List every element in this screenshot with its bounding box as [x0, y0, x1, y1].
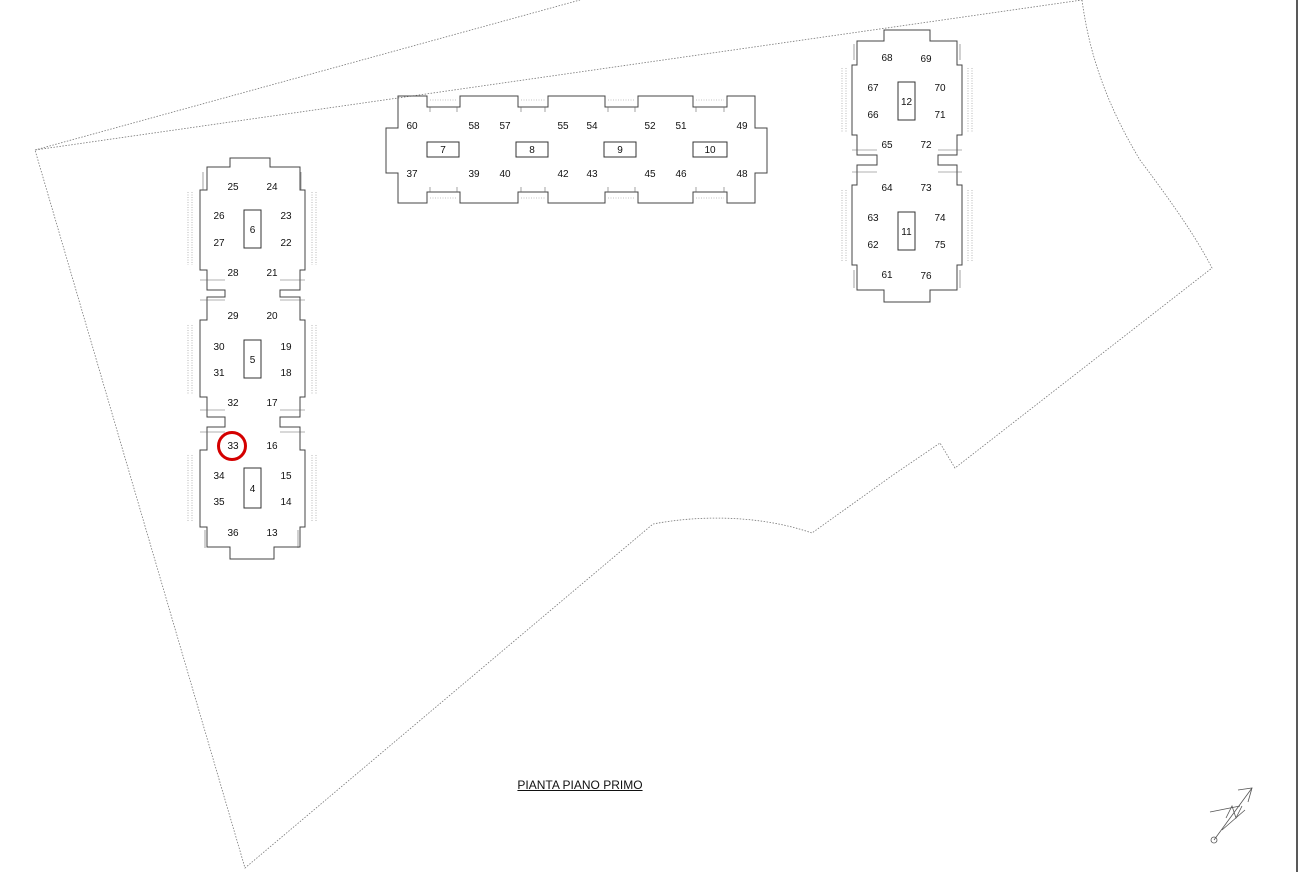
lot-label: 54: [586, 121, 598, 132]
lot-label: 14: [280, 497, 292, 508]
lot-label: 67: [867, 83, 879, 94]
lot-label: 19: [280, 342, 292, 353]
lot-label: 72: [920, 140, 932, 151]
core-label: 6: [250, 225, 256, 236]
lot-label: 34: [213, 471, 225, 482]
lot-label: 15: [280, 471, 292, 482]
lot-label: 26: [213, 211, 225, 222]
core-label: 12: [901, 97, 913, 108]
building-center: 7 8 9 10 60 58 57 55 54 52 51 49 37 39 4…: [385, 95, 768, 204]
highlight-circle: [217, 431, 247, 461]
building-east: 12 11 68 69 67 70 66 71 65 72 64 73 63 7…: [841, 29, 973, 303]
lot-label: 55: [557, 121, 569, 132]
lot-label: 32: [227, 398, 239, 409]
lot-label: 30: [213, 342, 225, 353]
lot-label: 29: [227, 311, 239, 322]
lot-label: 65: [881, 140, 893, 151]
lot-label: 51: [675, 121, 687, 132]
lot-label: 13: [266, 528, 278, 539]
lot-label: 57: [499, 121, 511, 132]
core-label: 4: [250, 484, 256, 495]
lot-label: 74: [934, 213, 946, 224]
lot-label: 20: [266, 311, 278, 322]
lot-label: 43: [586, 169, 598, 180]
core-label: 11: [901, 227, 912, 238]
lot-label: 35: [213, 497, 225, 508]
core-9: [603, 141, 637, 158]
lot-label: 18: [280, 368, 292, 379]
lot-label: 24: [266, 182, 278, 193]
lot-label: 62: [867, 240, 879, 251]
lot-label: 22: [280, 238, 292, 249]
lot-label: 42: [557, 169, 569, 180]
core-6: [243, 209, 262, 249]
lot-label: 66: [867, 110, 879, 121]
lot-label: 36: [227, 528, 239, 539]
lot-label: 61: [881, 270, 893, 281]
lot-label: 75: [934, 240, 946, 251]
core-4: [243, 467, 262, 509]
lot-label: 60: [406, 121, 418, 132]
lot-label: 68: [881, 53, 893, 64]
core-7: [426, 141, 460, 158]
core-8: [515, 141, 549, 158]
lot-label: 16: [266, 441, 278, 452]
lot-label: 37: [406, 169, 418, 180]
core-5: [243, 339, 262, 379]
lot-label: 17: [266, 398, 278, 409]
lot-label: 58: [468, 121, 480, 132]
north-arrow-icon: [1209, 787, 1253, 844]
lot-label: 45: [644, 169, 656, 180]
lot-label: 40: [499, 169, 511, 180]
lot-label: 69: [920, 54, 932, 65]
lot-label: 27: [213, 238, 225, 249]
lot-label: 48: [736, 169, 748, 180]
lot-label: 23: [280, 211, 292, 222]
core-12: [897, 81, 916, 121]
core-label: 10: [704, 145, 716, 156]
lot-label: 64: [881, 183, 893, 194]
lot-label: 39: [468, 169, 480, 180]
lot-label: 71: [934, 110, 946, 121]
core-label: 9: [617, 145, 623, 156]
core-label: 5: [250, 355, 256, 366]
lot-label: 52: [644, 121, 656, 132]
site-boundary: [34, 0, 1213, 869]
lot-label: 21: [266, 268, 278, 279]
building-west: 6 5 4 25 24 26 23 27 22 28 21 29 20 30 1…: [187, 157, 317, 560]
lot-label: 28: [227, 268, 239, 279]
core-11: [897, 211, 916, 251]
lot-label: 70: [934, 83, 946, 94]
lot-label: 31: [213, 368, 225, 379]
lot-label: 63: [867, 213, 879, 224]
core-label: 8: [529, 145, 535, 156]
lot-label: 25: [227, 182, 239, 193]
core-10: [692, 141, 728, 158]
drawing-title: PIANTA PIANO PRIMO: [517, 778, 643, 792]
lot-label: 49: [736, 121, 748, 132]
lot-label: 73: [920, 183, 932, 194]
core-label: 7: [440, 145, 446, 156]
lot-label: 46: [675, 169, 687, 180]
lot-label: 76: [920, 271, 932, 282]
